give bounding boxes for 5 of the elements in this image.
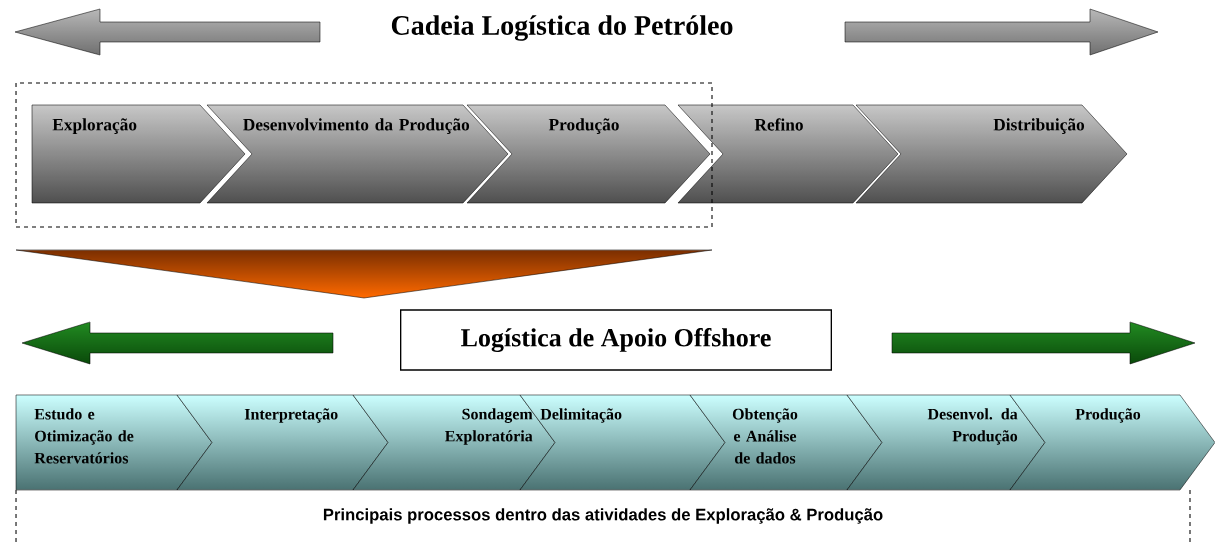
heading: Cadeia Logística do Petróleo <box>391 15 733 41</box>
process-step: Estudo e Otimização de Reservatórios <box>15 394 213 491</box>
caption: Principais processos dentro das atividades de Exploração & Produção <box>323 508 883 524</box>
title-box: Logística de Apoio Offshore <box>400 309 832 371</box>
process-step: Distribuição <box>855 104 1128 204</box>
